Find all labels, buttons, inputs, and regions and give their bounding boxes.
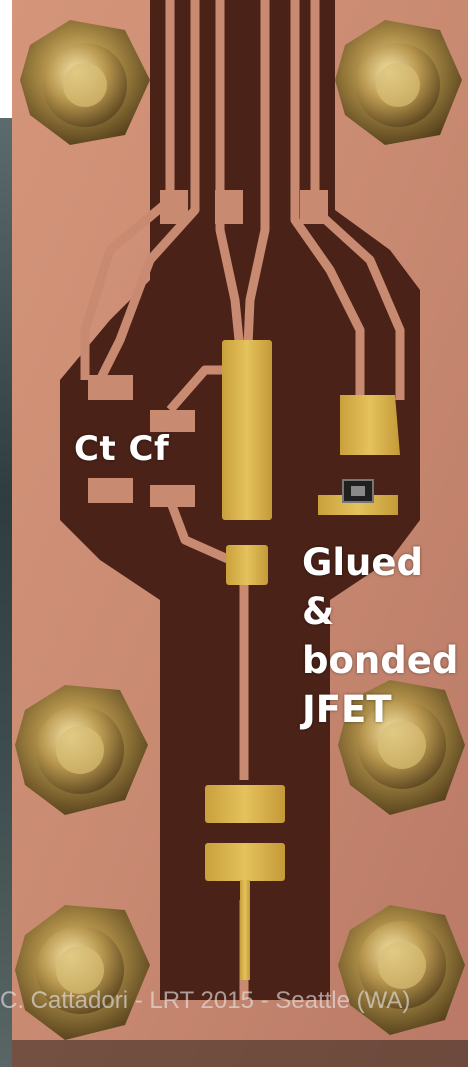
nut-top-right: [335, 20, 462, 145]
jfet-chip: [342, 479, 374, 503]
nut-bottom-right: [338, 905, 465, 1035]
label-glued-bonded-jfet: Glued & bonded JFET: [302, 541, 459, 731]
nut-middle-left: [15, 685, 148, 815]
nut-middle-right: [338, 680, 465, 815]
bottom-shadow: [12, 1040, 468, 1067]
label-ct-cf: Ct Cf: [74, 429, 170, 469]
nut-bottom-left: [15, 905, 150, 1040]
capacitor-pads: [88, 190, 328, 507]
gold-pads: [205, 340, 400, 980]
nut-top-left: [20, 20, 150, 145]
slide-footer-caption: C. Cattadori - LRT 2015 - Seattle (WA): [0, 987, 411, 1014]
